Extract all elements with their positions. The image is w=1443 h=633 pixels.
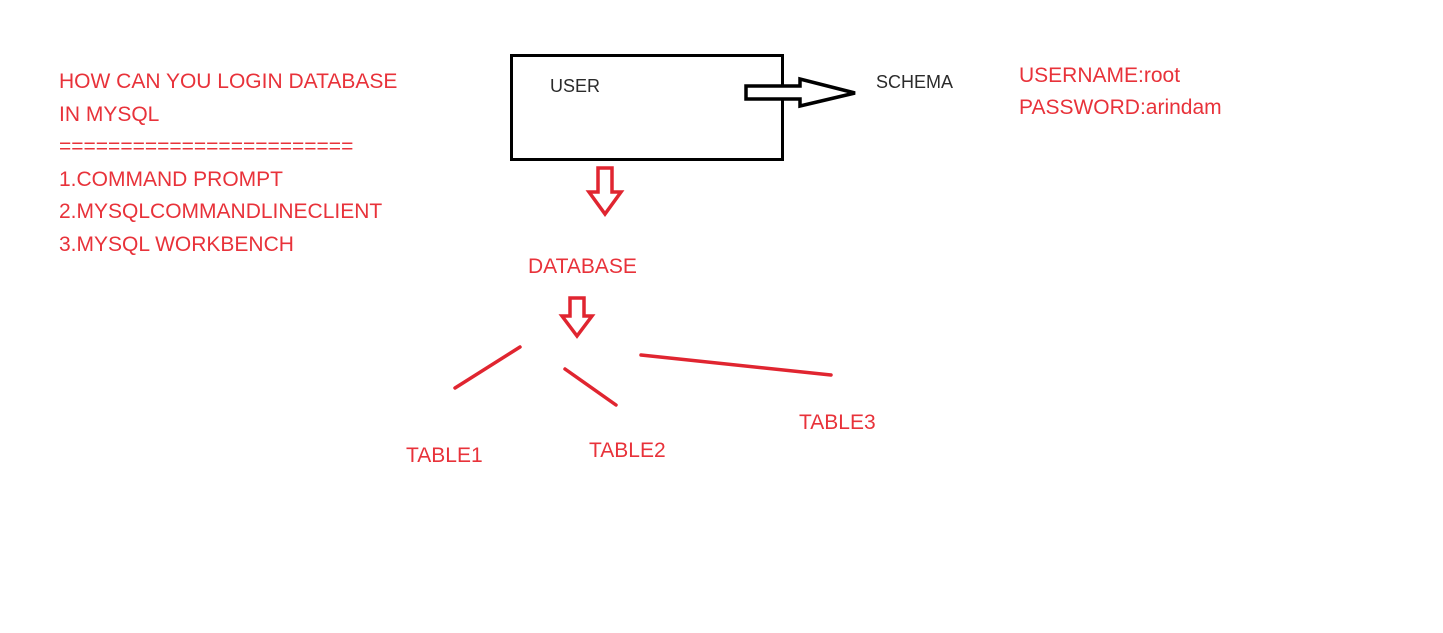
table1-label: TABLE1 (406, 444, 483, 467)
user-label: USER (550, 76, 601, 96)
schema-label: SCHEMA (876, 72, 954, 92)
branch-line-table3 (639, 353, 833, 377)
database-label: DATABASE (528, 255, 637, 278)
username-text: USERNAME:root (1019, 64, 1181, 87)
notes-title-line1: HOW CAN YOU LOGIN DATABASE (59, 70, 398, 93)
credentials: USERNAME:root PASSWORD:arindam (1019, 60, 1222, 124)
branch-line-table1 (453, 345, 522, 390)
user-box (510, 54, 784, 161)
table3-label: TABLE3 (799, 411, 876, 434)
notes-item-command-prompt: 1.COMMAND PROMPT (59, 167, 284, 191)
password-text: PASSWORD:arindam (1019, 96, 1222, 119)
branch-line-table2 (563, 367, 618, 407)
notes-separator: ======================== (59, 135, 354, 158)
login-methods-notes: HOW CAN YOU LOGIN DATABASE IN MYSQL ====… (59, 66, 397, 261)
user-to-schema-arrow (744, 76, 856, 109)
notes-item-workbench: 3.MYSQL WORKBENCH (59, 232, 294, 256)
table2-label: TABLE2 (589, 439, 666, 462)
database-to-tables-arrow (558, 296, 596, 339)
notes-item-commandline-client: 2.MYSQLCOMMANDLINECLIENT (59, 200, 383, 223)
user-to-database-arrow (585, 166, 625, 217)
notes-title-line2: IN MYSQL (59, 102, 160, 126)
